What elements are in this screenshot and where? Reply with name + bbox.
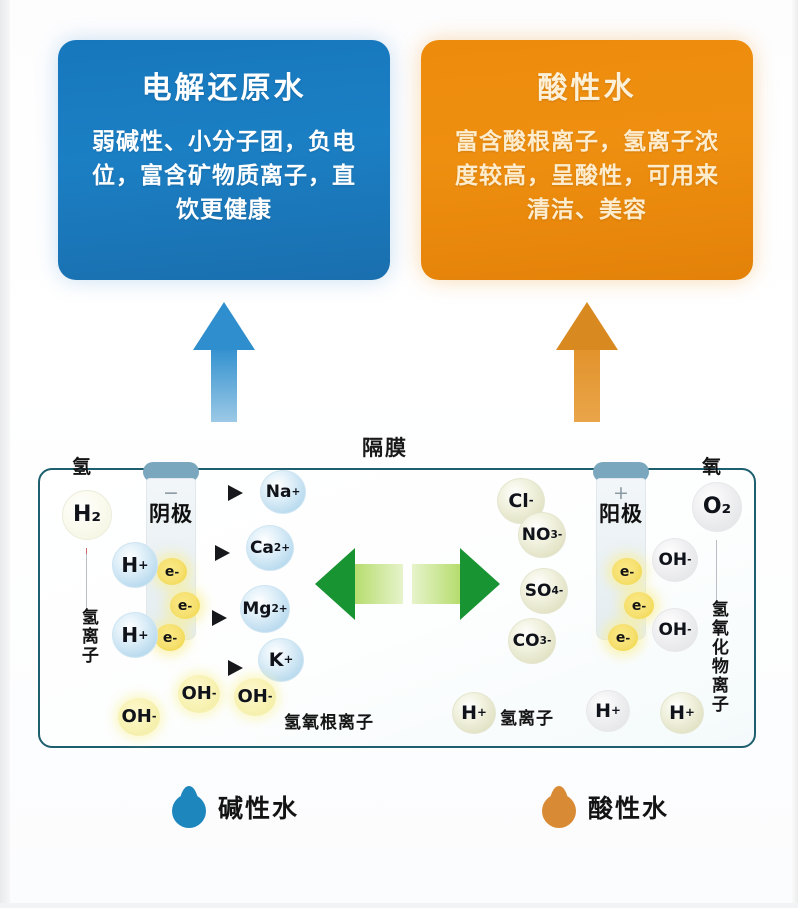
tube-cap xyxy=(143,462,199,482)
electron-bubble: e- xyxy=(612,558,642,585)
electron-bubble: e- xyxy=(624,592,654,619)
migration-arrow-icon xyxy=(228,660,243,676)
electron-bubble: e- xyxy=(157,558,187,585)
arrow-head xyxy=(556,302,618,350)
bubble-potassium-ion: K+ xyxy=(258,638,304,682)
arrow-head xyxy=(315,548,355,620)
bubble-h2: H₂ xyxy=(62,490,112,540)
water-drop-icon xyxy=(542,786,576,828)
bubble-hydroxide-ion: OH- xyxy=(234,678,276,716)
electron-bubble: e- xyxy=(608,624,638,651)
arrow-tail xyxy=(355,564,403,604)
label-hydrogen-ion-right: 氢离子 xyxy=(500,709,554,729)
card-title-acidic-water: 酸性水 xyxy=(537,71,637,106)
bubble-h-plus: H+ xyxy=(586,690,630,732)
arrow-up-acidic-icon xyxy=(556,302,618,422)
cathode-tube: − 阴极 xyxy=(143,462,199,640)
page-edge-right xyxy=(792,0,798,908)
bubble-h-plus: H+ xyxy=(112,542,158,588)
arrow-right-green-icon xyxy=(410,548,500,620)
card-body-reduced-water: 弱碱性、小分子团，负电位，富含矿物质离子，直饮更健康 xyxy=(92,129,356,224)
legend-item-alkaline: 碱性水 xyxy=(172,786,299,828)
label-hydrogen-gas: 氢 xyxy=(72,456,93,478)
page-edge-bottom xyxy=(0,903,798,908)
cathode-label: 阴极 xyxy=(149,502,193,526)
card-reduced-water: 电解还原水 弱碱性、小分子团，负电位，富含矿物质离子，直饮更健康 xyxy=(58,40,390,280)
migration-arrow-icon xyxy=(212,610,227,626)
label-hydrogen-ion-left: 氢离子 xyxy=(77,608,98,665)
membrane-label: 隔膜 xyxy=(362,436,408,460)
bubble-h-plus: H+ xyxy=(452,692,496,734)
migration-arrow-icon xyxy=(215,545,230,561)
water-drop-icon xyxy=(172,786,206,828)
label-hydroxide-ion-right: 氢氧化物离子 xyxy=(707,600,728,714)
arrow-tail xyxy=(412,564,460,604)
bubble-hydroxide-ion: OH- xyxy=(118,698,160,736)
arrow-shaft xyxy=(574,346,600,422)
page-edge-left xyxy=(0,0,10,908)
arrow-head xyxy=(193,302,255,350)
tube-cap xyxy=(593,462,649,482)
card-body-acidic-water: 富含酸根离子，氢离子浓度较高，呈酸性，可用来清洁、美容 xyxy=(455,129,719,224)
card-title-reduced-water: 电解还原水 xyxy=(141,71,307,106)
bubble-sodium-ion: Na+ xyxy=(260,470,306,514)
bubble-hydroxide-ion: OH- xyxy=(178,675,220,713)
anode-label: 阳极 xyxy=(599,502,643,526)
arrow-head xyxy=(460,548,500,620)
bubble-hydroxide-ion: OH- xyxy=(652,538,698,582)
bubble-hydroxide-ion: OH- xyxy=(652,608,698,652)
bubble-h-plus: H+ xyxy=(660,692,704,734)
label-hydroxide-ion: 氢氧根离子 xyxy=(284,713,374,733)
bubble-h-plus: H+ xyxy=(112,612,158,658)
anode-sign: + xyxy=(613,482,629,504)
arrow-up-alkaline-icon xyxy=(193,302,255,422)
electron-bubble: e- xyxy=(155,624,185,651)
legend-label-acidic: 酸性水 xyxy=(588,794,670,823)
card-acidic-water: 酸性水 富含酸根离子，氢离子浓度较高，呈酸性，可用来清洁、美容 xyxy=(421,40,753,280)
pointer-line-oxygen xyxy=(716,540,717,602)
bubble-o2: O₂ xyxy=(692,482,742,532)
pointer-line-hydrogen xyxy=(86,548,87,610)
legend-label-alkaline: 碱性水 xyxy=(218,794,300,823)
arrow-shaft xyxy=(211,346,237,422)
electron-bubble: e- xyxy=(170,592,200,619)
label-oxygen-gas: 氧 xyxy=(702,456,723,478)
arrow-left-green-icon xyxy=(315,548,405,620)
legend-item-acidic: 酸性水 xyxy=(542,786,669,828)
migration-arrow-icon xyxy=(228,485,243,501)
cathode-sign: − xyxy=(163,482,179,504)
